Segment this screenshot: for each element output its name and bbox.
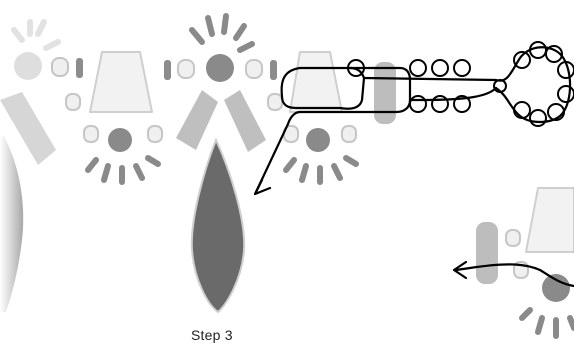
ball-mid-2 (306, 128, 330, 152)
ring-center-left (177, 59, 195, 79)
pin-bottom-right (476, 222, 498, 284)
ray-burst-bottom-1 (85, 155, 161, 185)
ray-burst-bottom-2 (283, 155, 359, 185)
ring-4 (267, 93, 283, 111)
ring-2 (83, 125, 99, 143)
pin-center-right (270, 60, 277, 80)
ring-3 (147, 125, 163, 143)
ray-burst-bottom-3 (519, 307, 574, 339)
ball-center-top (206, 54, 234, 82)
ball-left-top (14, 52, 42, 80)
partial-unit-bottom-right (476, 187, 574, 339)
ball-mid-1 (108, 128, 132, 152)
wedge-center-right (224, 90, 266, 152)
ring-left-1 (51, 57, 69, 77)
wedge-left (0, 92, 56, 165)
pin-center-left (164, 60, 171, 80)
wedge-center-left (176, 90, 218, 150)
ring-6 (341, 125, 357, 143)
step-label: Step 3 (191, 327, 233, 343)
bell-shape-1 (89, 51, 153, 113)
ray-burst-top-left (11, 19, 61, 51)
blade-center (190, 137, 246, 314)
bell-shape-2 (289, 51, 343, 113)
ring-1 (65, 93, 81, 111)
ring-center-right (245, 59, 263, 79)
ball-bottom-right (542, 274, 570, 302)
ring-7 (505, 229, 521, 247)
ray-burst-top-center (189, 13, 255, 53)
pin-left (76, 58, 83, 78)
arrowhead-left (452, 260, 468, 280)
faded-unit-left (0, 19, 83, 312)
thread-path (254, 46, 574, 288)
bell-shape-3 (525, 187, 574, 253)
bead-chain (347, 41, 574, 127)
pin-right-tall (374, 62, 396, 124)
arrowhead-down-left (253, 178, 272, 196)
blade-left (0, 135, 24, 312)
